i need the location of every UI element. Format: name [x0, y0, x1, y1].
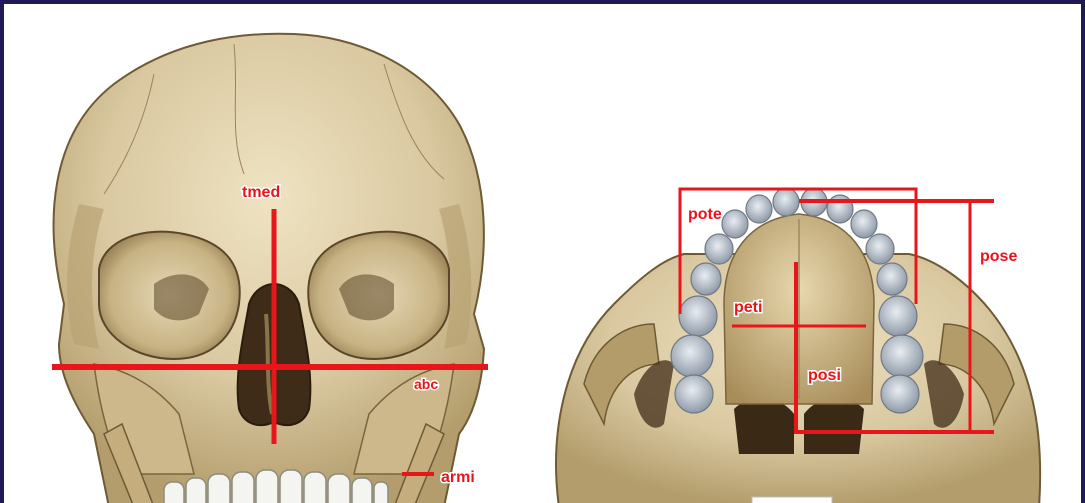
label-tmed: tmed [242, 184, 280, 201]
label-pose: pose [980, 248, 1017, 265]
label-peti: peti [734, 299, 762, 316]
inferior-skull [556, 188, 1040, 503]
label-pote: pote [688, 206, 722, 223]
skull-measurement-diagram: tmed abc armi pote pose peti posi [4, 4, 1085, 503]
label-posi: posi [808, 367, 841, 384]
frontal-skull [54, 34, 484, 503]
label-armi: armi [441, 469, 475, 486]
label-abc: abc [414, 376, 438, 392]
